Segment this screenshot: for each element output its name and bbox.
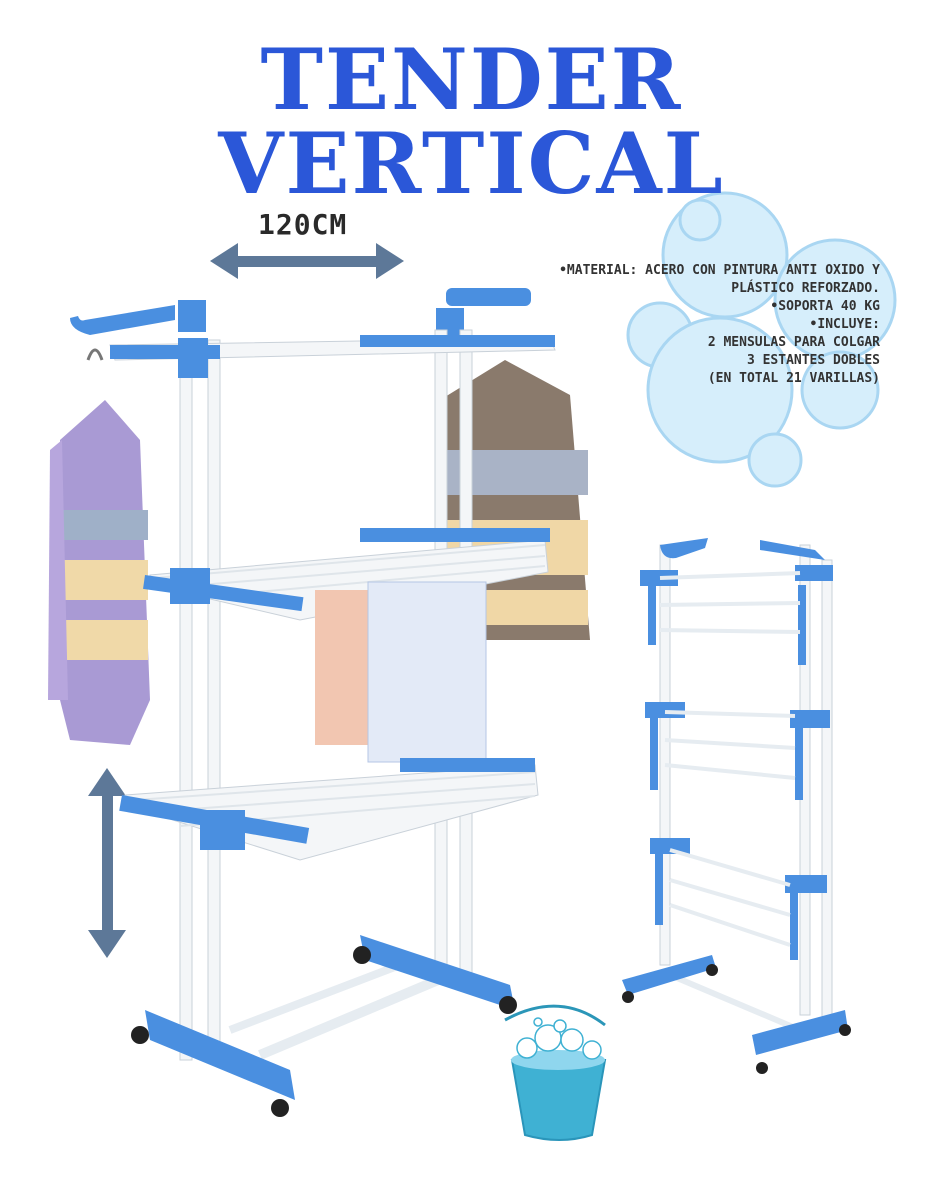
- spec-line: •SOPORTA 40 KG: [770, 299, 880, 314]
- width-arrow-icon: [210, 243, 404, 279]
- folded-rack: [622, 538, 851, 1074]
- spec-line: •MATERIAL: ACERO CON PINTURA ANTI OXIDO …: [559, 263, 880, 278]
- bucket-icon: [504, 1004, 607, 1141]
- main-rack: [48, 288, 590, 1117]
- specs-list: •MATERIAL: ACERO CON PINTURA ANTI OXIDO …: [520, 262, 880, 388]
- spec-line: (EN TOTAL 21 VARILLAS): [707, 371, 880, 386]
- towel-white: [367, 581, 487, 763]
- spec-line: •INCLUYE:: [809, 317, 880, 332]
- width-label: 120CM: [258, 208, 348, 241]
- page-title: TENDER VERTICAL: [218, 30, 725, 213]
- sweater-left: [48, 348, 150, 745]
- spec-line: 3 ESTANTES DOBLES: [746, 353, 880, 368]
- bubbles-icon: [626, 191, 897, 488]
- height-arrow-icon: [88, 768, 126, 958]
- spec-line: 2 MENSULAS PARA COLGAR: [707, 335, 880, 350]
- spec-line: PLÁSTICO REFORZADO.: [731, 281, 880, 296]
